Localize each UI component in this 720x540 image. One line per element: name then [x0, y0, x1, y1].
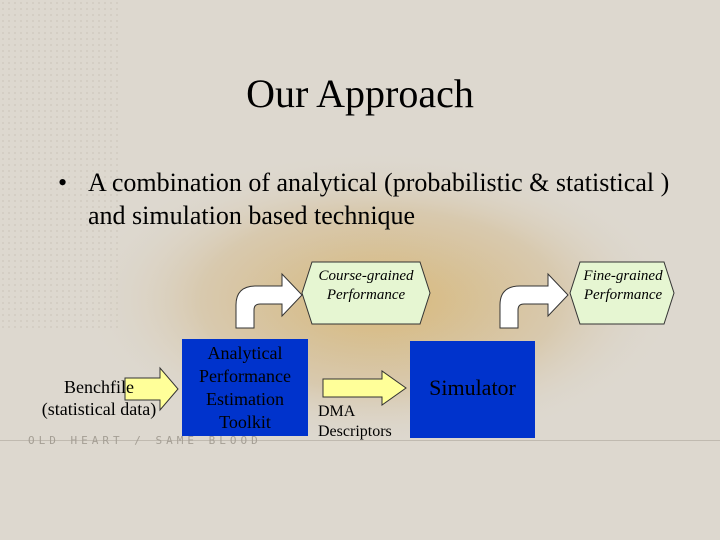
- slide-title: Our Approach: [246, 71, 474, 116]
- bullet-marker: •: [58, 168, 68, 197]
- dma-descriptors-label: DMA Descriptors: [318, 402, 392, 442]
- dma-line1: DMA: [318, 403, 356, 420]
- bent-arrow-coarse: [235, 272, 303, 329]
- toolkit-line: Toolkit: [219, 411, 271, 432]
- benchfile-line2: (statistical data): [41, 399, 157, 419]
- fine-grained-label-line1: Fine-grained: [582, 268, 663, 284]
- fine-grained-hexagon: [569, 261, 675, 325]
- bullet-text: A combination of analytical (probabilist…: [88, 168, 670, 230]
- toolkit-line: Analytical: [207, 342, 283, 363]
- coarse-grained-hexagon: [301, 261, 431, 325]
- toolkit-line: Performance: [199, 365, 291, 386]
- background-caption: OLD HEART / SAME BLOOD: [28, 434, 262, 447]
- analytical-toolkit-label: Analytical Performance Estimation Toolki…: [182, 339, 308, 436]
- coarse-grained-label-line2: Performance: [326, 287, 406, 303]
- benchfile-arrow: [124, 366, 179, 412]
- dma-arrow: [322, 370, 407, 406]
- coarse-grained-label-line1: Course-grained: [319, 268, 414, 284]
- benchfile-line1: Benchfile: [64, 377, 134, 397]
- fine-grained-label-line2: Performance: [583, 287, 663, 303]
- simulator-label: Simulator: [410, 341, 535, 438]
- bent-arrow-fine: [499, 272, 569, 329]
- toolkit-line: Estimation: [206, 388, 284, 409]
- benchfile-label: Benchfile (statistical data): [24, 376, 174, 420]
- dma-line2: Descriptors: [318, 423, 392, 440]
